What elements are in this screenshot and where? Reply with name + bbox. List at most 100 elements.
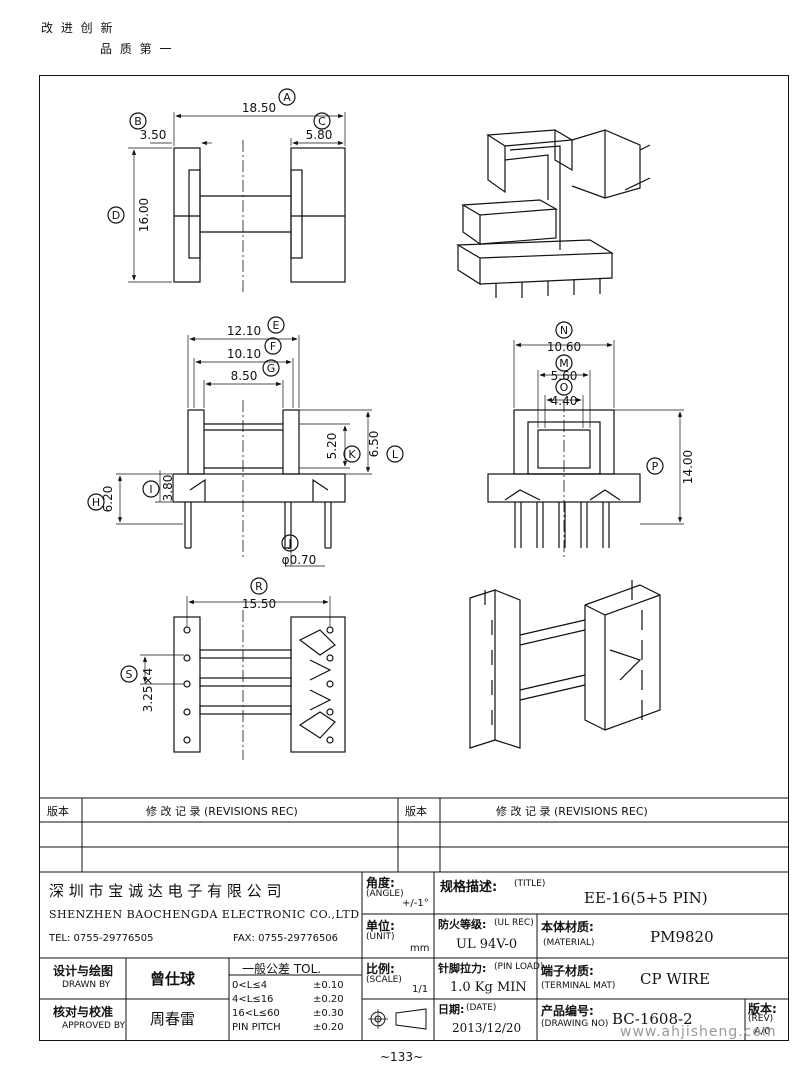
pinload-sub: (PIN LOAD) (494, 962, 544, 972)
isometric-view-top (455, 129, 651, 298)
drawno-label: 产品编号: (541, 1004, 594, 1018)
drawno-value: BC-1608-2 (612, 1010, 693, 1028)
tol-range-4: PIN PITCH (232, 1022, 281, 1033)
callout-b: B (134, 115, 142, 128)
dim-5-80: 5.80 (306, 128, 333, 142)
front-view (87, 316, 404, 567)
material-value: PM9820 (650, 928, 714, 946)
drawn-sub: DRAWN BY (62, 980, 111, 990)
scale-label: 比例: (366, 962, 395, 976)
tol-range-3: 16<L≤60 (232, 1008, 280, 1019)
page-number: ~133~ (380, 1050, 424, 1064)
company-fax: FAX: 0755-29776506 (233, 933, 339, 944)
dim-12-10: 12.10 (227, 324, 261, 338)
callout-r: R (255, 580, 263, 593)
company-tel: TEL: 0755-29776505 (49, 933, 154, 944)
tol-value-4: ±0.20 (313, 1022, 344, 1033)
company-name-en: SHENZHEN BAOCHENGDA ELECTRONIC CO.,LTD (49, 908, 360, 921)
dim-10-60: 10.60 (547, 340, 581, 354)
callout-m: M (559, 357, 569, 370)
callout-i: I (149, 483, 152, 496)
dim-3-25x4: 3.25×4 (141, 668, 155, 712)
tol-range-1: 0<L≤4 (232, 980, 268, 991)
callout-p: P (652, 460, 659, 473)
rev-header-record-1: 修 改 记 录 (REVISIONS REC) (146, 805, 298, 818)
dim-10-10: 10.10 (227, 347, 261, 361)
top-view (107, 88, 346, 292)
dim-5-20: 5.20 (325, 433, 339, 460)
dim-5-60: 5.60 (551, 369, 578, 383)
callout-f: F (270, 340, 276, 353)
tol-value-1: ±0.10 (313, 980, 344, 991)
dim-14-00: 14.00 (681, 450, 695, 484)
tol-value-3: ±0.30 (313, 1008, 344, 1019)
scale-value: 1/1 (412, 984, 429, 995)
ul-label: 防火等级: (438, 918, 487, 931)
unit-value: mm (410, 943, 430, 954)
angle-sub: (ANGLE) (366, 889, 404, 899)
tol-range-2: 4<L≤16 (232, 994, 274, 1005)
scale-sub: (SCALE) (366, 975, 402, 985)
side-view (487, 321, 684, 560)
watermark: www.ahjisheng.com (620, 1024, 777, 1040)
dim-3-50: 3.50 (140, 128, 167, 142)
date-sub: (DATE) (466, 1003, 497, 1013)
title-label: 规格描述: (440, 880, 498, 895)
ul-value: UL 94V-0 (456, 937, 518, 952)
date-value: 2013/12/20 (452, 1021, 522, 1035)
pinload-label: 针脚拉力: (438, 962, 487, 975)
dim-18-50: 18.50 (242, 101, 276, 115)
callout-e: E (273, 319, 280, 332)
callout-c: C (318, 115, 326, 128)
title-sub: (TITLE) (514, 879, 546, 889)
material-sub: (MATERIAL) (543, 938, 595, 948)
callout-n: N (560, 324, 568, 337)
dim-8-50: 8.50 (231, 369, 258, 383)
title-block-grid (39, 797, 789, 1041)
dim-4-40: 4.40 (551, 394, 578, 408)
unit-sub: (UNIT) (366, 932, 395, 942)
dim-6-20: 6.20 (101, 486, 115, 513)
rev-label: 版本: (748, 1002, 777, 1016)
slogan-line-1: 改 进 创 新 (41, 21, 115, 35)
slogan-line-2: 品 质 第 一 (100, 42, 174, 56)
terminal-label: 端子材质: (541, 964, 594, 978)
callout-k: K (348, 448, 356, 461)
material-label: 本体材质: (541, 920, 594, 934)
drawn-label: 设计与绘图 (53, 964, 114, 978)
angle-value: +/-1° (402, 898, 429, 909)
dim-15-50: 15.50 (242, 597, 276, 611)
rev-value: A/0 (754, 1026, 771, 1037)
rev-header-version-1: 版本 (47, 805, 69, 818)
tol-value-2: ±0.20 (313, 994, 344, 1005)
terminal-sub: (TERMINAL MAT) (541, 981, 616, 991)
rev-header-version-2: 版本 (405, 805, 427, 818)
approved-label: 核对与校准 (53, 1005, 114, 1019)
callout-a: A (283, 91, 291, 104)
callout-o: O (560, 381, 569, 394)
title-value: EE-16(5+5 PIN) (584, 889, 708, 907)
callout-h: H (92, 496, 100, 509)
isometric-view-bottom (469, 580, 661, 749)
callout-g: G (267, 362, 276, 375)
dim-6-50: 6.50 (367, 431, 381, 458)
company-name-cn: 深 圳 市 宝 诚 达 电 子 有 限 公 司 (49, 882, 282, 900)
bottom-view (120, 577, 346, 760)
callout-j: J (287, 537, 291, 550)
rev-header-record-2: 修 改 记 录 (REVISIONS REC) (496, 805, 648, 818)
dim-16-00: 16.00 (137, 198, 151, 232)
angle-label: 角度: (366, 876, 395, 890)
callout-d: D (112, 209, 120, 222)
pinload-value: 1.0 Kg MIN (450, 980, 527, 995)
tolerance-title: 一般公差 TOL. (242, 962, 322, 976)
callout-s: S (126, 668, 133, 681)
dim-pin-dia: φ0.70 (282, 553, 317, 567)
drawno-sub: (DRAWING NO) (541, 1019, 609, 1029)
dim-3-80: 3.80 (161, 475, 175, 502)
approved-sub: APPROVED BY (62, 1021, 126, 1031)
rev-sub: (REV) (748, 1014, 774, 1024)
date-label: 日期: (438, 1003, 465, 1016)
drawn-name: 曾仕球 (150, 970, 196, 988)
drawing-frame (39, 75, 789, 1041)
